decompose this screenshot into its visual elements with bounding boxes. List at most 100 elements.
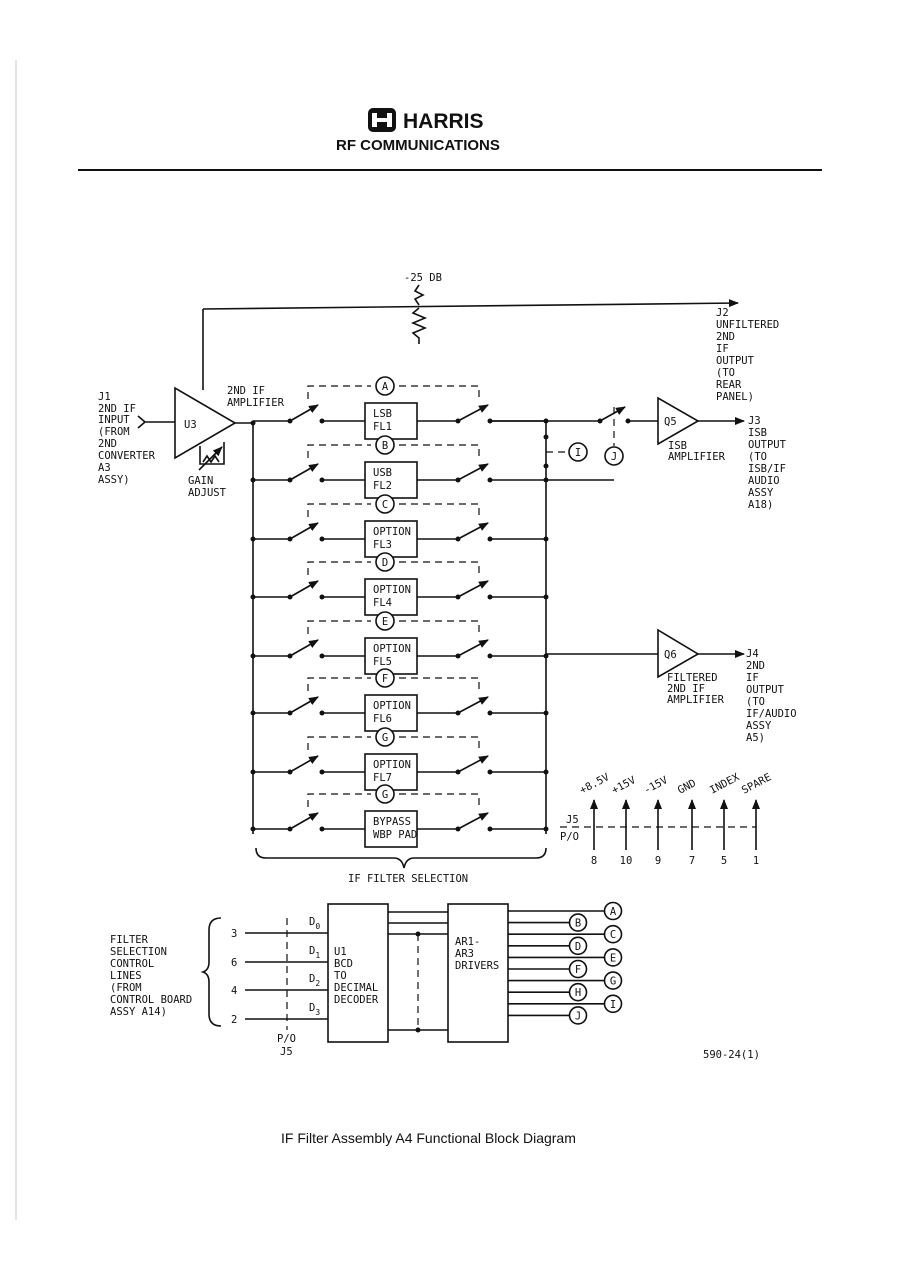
control-i-letter: I [575, 447, 581, 459]
switch2-blade [457, 812, 489, 830]
driver-output-letter: C [610, 929, 616, 941]
decoder-link-dot-top [415, 931, 421, 937]
driver-output-letter: E [610, 952, 616, 964]
driver-output: I [508, 994, 623, 1014]
decoder-link-dot-bottom [415, 1027, 421, 1033]
control-letter: G [382, 789, 388, 801]
svg-text:P/OJ5: P/OJ5 [277, 1033, 296, 1058]
harris-logo-icon [368, 108, 396, 132]
driver-output-circle [568, 982, 588, 1002]
control-circle [375, 727, 395, 747]
driver-output: C [508, 924, 623, 944]
driver-output-letter: F [575, 964, 581, 976]
decoder-input-pin: 4 [231, 985, 237, 997]
control-dash [307, 444, 480, 458]
j5-signal-label: +8.5V [578, 771, 612, 797]
q6-label: Q6 [664, 649, 677, 661]
control-circle [375, 611, 395, 631]
ar-drivers-box [447, 903, 509, 1043]
driver-output-circle [568, 959, 588, 979]
driver-output-circle [603, 901, 623, 921]
company-name: HARRIS [403, 110, 484, 133]
control-dash [307, 793, 480, 807]
driver-output-letter: A [610, 906, 617, 918]
svg-text:J5P/O: J5P/O [560, 814, 579, 843]
j1-connector-icon [137, 415, 175, 429]
attenuator-resistor [410, 307, 428, 344]
control-letter: A [382, 381, 389, 393]
decoder-input-bit: D3 [309, 1002, 320, 1017]
driver-output: H [508, 982, 588, 1002]
j5-pin: +8.5V8 [578, 771, 612, 867]
driver-output-circle [603, 948, 623, 967]
switch-blade [289, 522, 319, 540]
division-name: RF COMMUNICATIONS [336, 137, 500, 154]
driver-output: E [508, 948, 623, 967]
driver-output: D [508, 936, 588, 956]
j5-signal-label: +15V [610, 774, 639, 797]
control-letter: D [382, 557, 388, 569]
switch2-blade [457, 639, 489, 657]
u1-decoder-box [327, 903, 389, 1043]
driver-output: A [508, 901, 623, 921]
decoder-input-bit: D1 [309, 945, 320, 960]
decoder-input-pin: 2 [231, 1014, 237, 1026]
driver-output-letter: B [575, 918, 581, 930]
decoder-input: 4 D2 [231, 973, 328, 997]
control-letter: F [382, 673, 388, 685]
switch2-blade [457, 522, 489, 540]
j5-signal-label: INDEX [708, 771, 742, 797]
switch-blade [289, 404, 319, 422]
figure-number: 590-24(1) [703, 1049, 760, 1061]
control-circle [375, 376, 395, 396]
driver-output-circle [603, 971, 623, 990]
control-j-circle [604, 446, 624, 466]
decoder-input-bit: D2 [309, 973, 320, 988]
driver-output-letter: G [610, 976, 616, 988]
if-filter-selection-label: IF FILTER SELECTION [348, 873, 468, 885]
switch2-blade [457, 580, 489, 598]
control-letter: C [382, 499, 388, 511]
control-dash [307, 561, 480, 575]
switch2-blade [457, 404, 489, 422]
attenuation-arrow [413, 284, 425, 306]
j5-pin-number: 7 [689, 855, 695, 867]
attenuation-label: -25 DB [404, 272, 442, 284]
decoder-input-pin: 6 [231, 957, 237, 969]
if-filter-selection-brace [255, 847, 547, 869]
control-circle [375, 494, 395, 514]
driver-output: G [508, 971, 623, 990]
u3-amplifier-icon [174, 386, 237, 460]
decoder-input-bit: D0 [309, 916, 320, 931]
driver-output-letter: I [610, 999, 616, 1011]
